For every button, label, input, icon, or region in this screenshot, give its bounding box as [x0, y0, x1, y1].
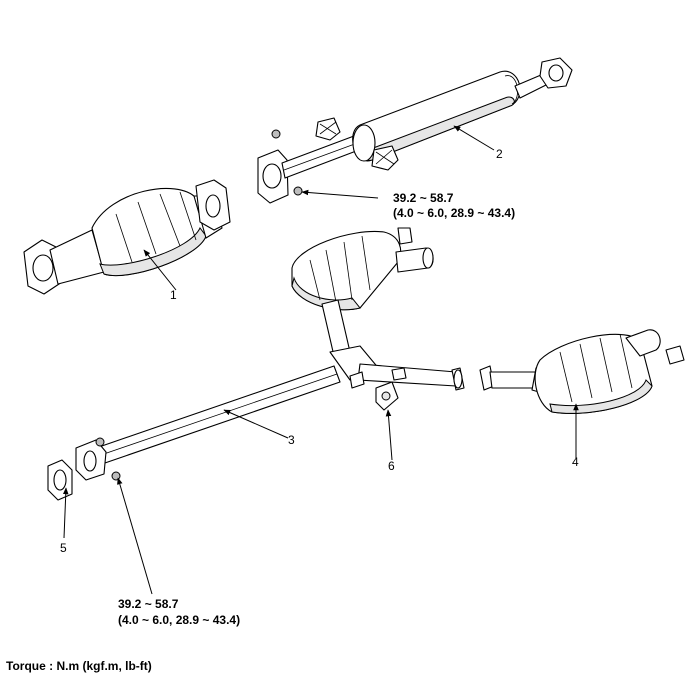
torque-upper-line2: (4.0 ~ 6.0, 28.9 ~ 43.4) — [393, 206, 515, 220]
rear-muffler — [479, 329, 685, 414]
center-muffler — [257, 57, 573, 204]
leader-1 — [143, 249, 177, 291]
leader-torque-upper — [301, 189, 379, 199]
callout-3: 3 — [288, 433, 295, 447]
callout-4: 4 — [572, 455, 579, 469]
muffler-hanger-left — [315, 117, 341, 141]
rubber-hanger — [375, 381, 399, 411]
leader-3 — [223, 409, 289, 439]
torque-lower-line1: 39.2 ~ 58.7 — [118, 597, 179, 611]
callout-5: 5 — [60, 541, 67, 555]
stud-nut-lower-1 — [95, 437, 105, 447]
torque-upper-line1: 39.2 ~ 58.7 — [393, 191, 454, 205]
gasket — [47, 459, 73, 501]
leader-6 — [385, 409, 393, 461]
leader-torque-lower — [117, 477, 153, 595]
stud-nut-lower-2 — [111, 471, 121, 481]
callout-2: 2 — [496, 147, 503, 161]
front-catalytic-converter — [23, 179, 231, 295]
stud-nut-upper-2 — [293, 186, 303, 196]
leader-5 — [62, 487, 69, 539]
callout-1: 1 — [170, 288, 177, 302]
callout-6: 6 — [388, 459, 395, 473]
muffler-hanger-right — [371, 145, 399, 171]
main-muffler-y-pipe — [75, 227, 465, 481]
stud-nut-upper-1 — [271, 129, 281, 139]
torque-lower-line2: (4.0 ~ 6.0, 28.9 ~ 43.4) — [118, 613, 240, 627]
torque-unit-note: Torque : N.m (kgf.m, lb-ft) — [6, 659, 152, 673]
leader-2 — [453, 125, 495, 151]
